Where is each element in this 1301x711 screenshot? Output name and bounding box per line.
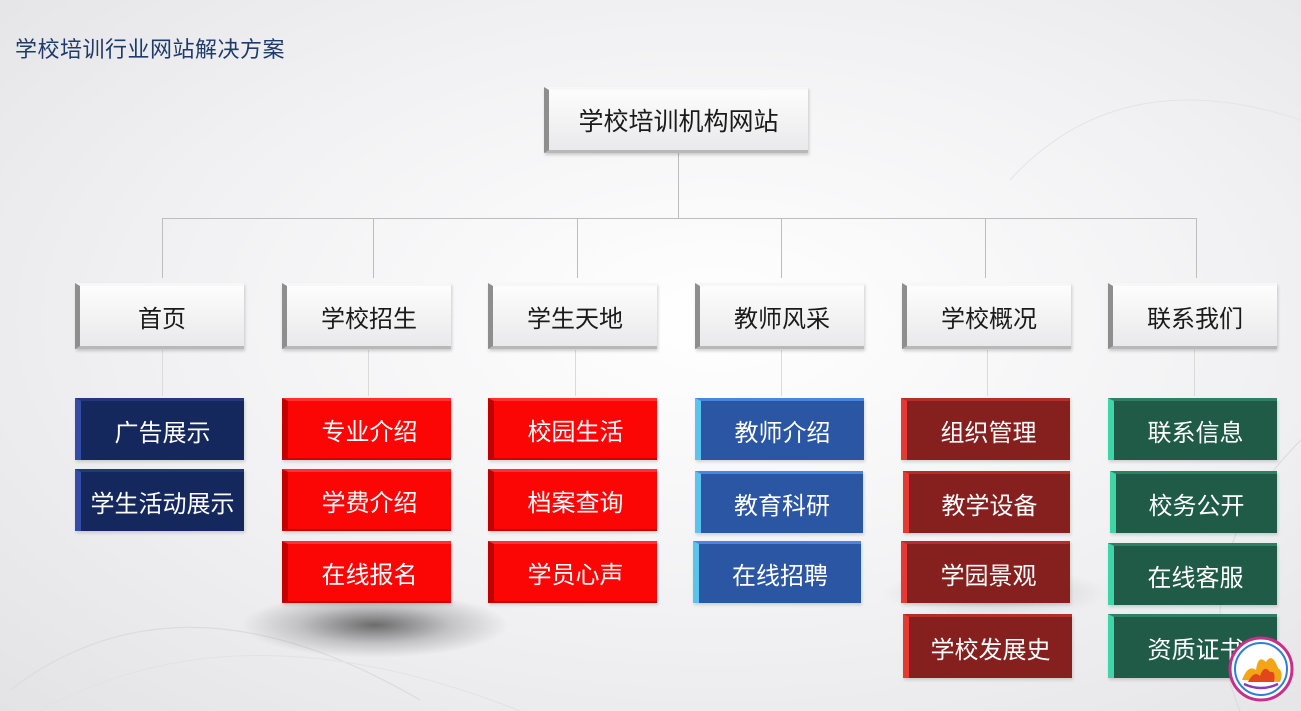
item-edu-research[interactable]: 教育科研 <box>695 471 863 533</box>
branch-connector <box>781 218 782 278</box>
item-online-service[interactable]: 在线客服 <box>1108 543 1277 605</box>
root-node[interactable]: 学校培训机构网站 <box>544 87 808 153</box>
item-ad-display[interactable]: 广告展示 <box>75 398 244 460</box>
category-home[interactable]: 首页 <box>75 283 244 349</box>
branch-connector <box>985 218 986 278</box>
flame-emblem-icon <box>1228 636 1294 702</box>
item-online-recruit[interactable]: 在线招聘 <box>693 541 861 603</box>
item-org-management[interactable]: 组织管理 <box>901 398 1070 460</box>
sub-connector <box>1194 350 1195 396</box>
item-school-affairs[interactable]: 校务公开 <box>1110 471 1277 533</box>
sub-connector <box>162 350 163 396</box>
drop-shadow <box>240 592 510 658</box>
item-teaching-equipment[interactable]: 教学设备 <box>903 471 1070 533</box>
item-campus-scenery[interactable]: 学园景观 <box>901 541 1070 603</box>
item-campus-life[interactable]: 校园生活 <box>488 398 657 460</box>
branch-connector <box>162 218 163 278</box>
branch-connector <box>373 218 374 278</box>
item-online-register[interactable]: 在线报名 <box>282 541 451 603</box>
item-student-activity[interactable]: 学生活动展示 <box>75 469 244 531</box>
category-admissions[interactable]: 学校招生 <box>282 283 451 349</box>
branch-connector <box>1196 218 1197 278</box>
page-title: 学校培训行业网站解决方案 <box>15 37 286 62</box>
branch-connector <box>577 218 578 278</box>
horizontal-connector <box>162 218 1196 219</box>
sub-connector <box>781 350 782 396</box>
sub-connector <box>575 350 576 396</box>
item-contact-info[interactable]: 联系信息 <box>1108 398 1277 460</box>
root-connector <box>678 152 679 218</box>
category-teachers[interactable]: 教师风采 <box>695 283 864 349</box>
item-tuition-intro[interactable]: 学费介绍 <box>282 469 451 531</box>
category-school-overview[interactable]: 学校概况 <box>902 283 1071 349</box>
category-student-world[interactable]: 学生天地 <box>488 283 657 349</box>
sub-connector <box>987 350 988 396</box>
category-contact[interactable]: 联系我们 <box>1108 283 1277 349</box>
item-major-intro[interactable]: 专业介绍 <box>282 398 451 460</box>
item-teacher-intro[interactable]: 教师介绍 <box>695 398 864 460</box>
item-school-history[interactable]: 学校发展史 <box>903 614 1072 678</box>
item-student-voice[interactable]: 学员心声 <box>488 541 657 603</box>
item-record-query[interactable]: 档案查询 <box>488 469 657 531</box>
sub-connector <box>368 350 369 396</box>
